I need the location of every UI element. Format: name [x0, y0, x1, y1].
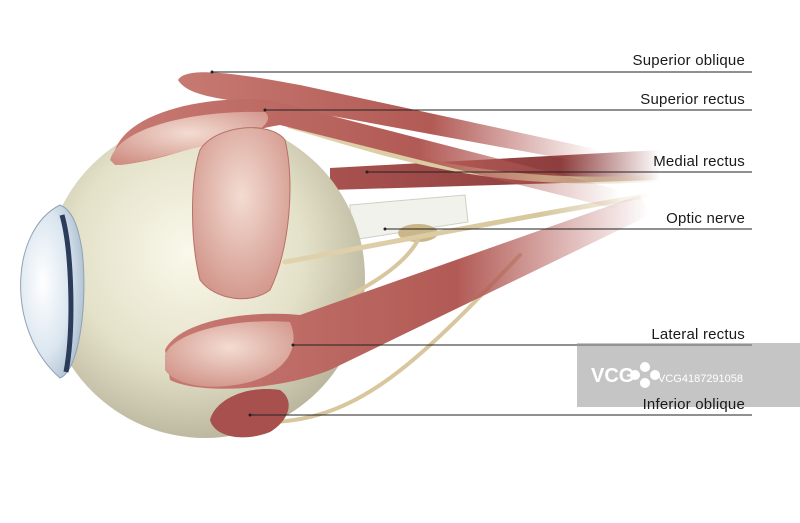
- leader-dot-superior-oblique: [210, 70, 214, 74]
- nerve-middle: [282, 192, 653, 265]
- upper-muscle-flap: [192, 127, 291, 300]
- watermark-id-text: VCG4187291058: [658, 373, 744, 385]
- cornea: [20, 204, 85, 379]
- lateral-rectus-tendon: [165, 321, 294, 387]
- leader-dot-superior-rectus: [263, 108, 267, 112]
- leader-dot-medial-rectus: [365, 170, 369, 174]
- vcg-logo-icon: VCG: [591, 362, 660, 388]
- label-optic-nerve: Optic nerve: [666, 210, 745, 227]
- label-superior-oblique: Superior oblique: [632, 52, 745, 69]
- nerve-branch: [348, 238, 420, 297]
- leader-dot-inferior-oblique: [248, 413, 252, 417]
- superior-rectus-tendon: [110, 111, 269, 165]
- iris-edge: [59, 214, 74, 373]
- leader-dots: [210, 70, 387, 417]
- inferior-oblique-muscle: [210, 389, 289, 438]
- label-medial-rectus: Medial rectus: [653, 153, 745, 170]
- label-inferior-oblique: Inferior oblique: [642, 396, 745, 413]
- leader-dot-optic-nerve: [383, 227, 387, 231]
- label-lateral-rectus: Lateral rectus: [651, 326, 745, 343]
- superior-oblique-muscle: [178, 72, 600, 165]
- label-superior-rectus: Superior rectus: [640, 91, 745, 108]
- watermark-overlay: VCG VCG4187291058: [577, 343, 800, 407]
- vcg-logo-text: VCG: [591, 365, 634, 387]
- leader-dot-lateral-rectus: [291, 343, 295, 347]
